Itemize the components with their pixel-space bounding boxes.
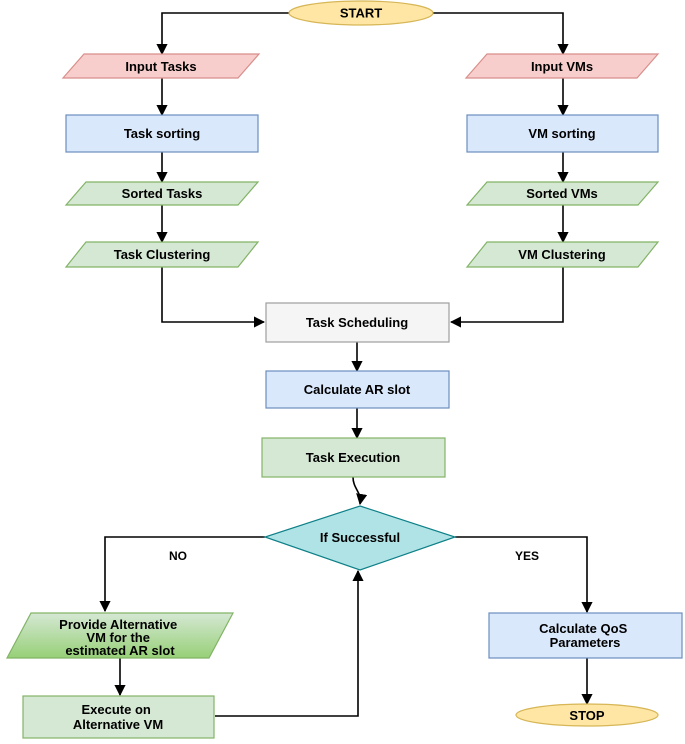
task-sorting-shape: [65, 114, 259, 153]
calculate-qos-box: Calculate QoS Parameters: [488, 612, 683, 659]
calculate-ar-slot-box: Calculate AR slot: [265, 370, 450, 409]
calculate-qos-line-1: Calculate QoS: [539, 621, 627, 636]
sorted-tasks-label: Sorted Tasks: [122, 186, 203, 201]
sorted-vms-parallelogram: Sorted VMs: [465, 181, 660, 206]
sorted-tasks-shape: [64, 181, 260, 206]
task-clustering-parallelogram: Task Clustering: [64, 241, 260, 268]
input-tasks-shape: [61, 53, 261, 79]
start-label: START: [340, 6, 382, 21]
task-sorting-label: Task sorting: [124, 126, 200, 141]
edge-execute-alt-back-to-decision: [215, 569, 364, 717]
vm-sorting-box: VM sorting: [466, 114, 659, 153]
vm-clustering-shape: [465, 241, 660, 268]
if-successful-shape: [263, 505, 457, 571]
execute-alternative-vm-shape: [22, 695, 215, 739]
provide-alternative-vm-shape: [6, 612, 234, 659]
provide-alternative-vm-label: Provide Alternative VM for the estimated…: [59, 617, 181, 658]
execute-alternative-vm-label: Execute on Alternative VM: [73, 702, 163, 732]
stop-shape: [515, 703, 659, 727]
edge-label-no: NO: [169, 549, 187, 563]
edge-decision-no-to-provide-alt: [99, 536, 265, 613]
input-vms-shape: [464, 53, 660, 79]
task-execution-label: Task Execution: [306, 450, 400, 465]
input-vms-parallelogram: Input VMs: [464, 53, 660, 79]
task-scheduling-shape: [265, 302, 450, 343]
input-vms-label: Input VMs: [531, 59, 593, 74]
task-clustering-label: Task Clustering: [114, 247, 211, 262]
sorted-vms-shape: [465, 181, 660, 206]
start-shape: [288, 0, 434, 26]
provide-alt-line-2: VM for the: [86, 630, 150, 645]
edge-decision-yes-to-qos: [455, 536, 593, 614]
task-sorting-box: Task sorting: [65, 114, 259, 153]
edges: [99, 12, 593, 717]
task-scheduling-box: Task Scheduling: [265, 302, 450, 343]
execute-alt-line-2: Alternative VM: [73, 717, 163, 732]
calculate-qos-shape: [488, 612, 683, 659]
nodes: START Input Tasks Input VMs Task sorting…: [6, 0, 683, 739]
vm-clustering-label: VM Clustering: [518, 247, 605, 262]
if-successful-decision: If Successful: [263, 505, 457, 571]
provide-alt-line-3: estimated AR slot: [65, 643, 175, 658]
stop-terminal: STOP: [515, 703, 659, 727]
input-tasks-parallelogram: Input Tasks: [61, 53, 261, 79]
calculate-qos-line-2: Parameters: [550, 635, 621, 650]
calculate-qos-label: Calculate QoS Parameters: [539, 621, 631, 650]
edge-execution-to-decision: [352, 476, 368, 506]
task-clustering-shape: [64, 241, 260, 268]
vm-clustering-parallelogram: VM Clustering: [465, 241, 660, 268]
edge-labels: NO YES: [169, 549, 539, 563]
execute-alt-line-1: Execute on: [82, 702, 151, 717]
sorted-vms-label: Sorted VMs: [526, 186, 598, 201]
sorted-tasks-parallelogram: Sorted Tasks: [64, 181, 260, 206]
vm-sorting-label: VM sorting: [528, 126, 595, 141]
edge-start-to-input-vms: [432, 12, 569, 56]
calculate-ar-slot-shape: [265, 370, 450, 409]
start-terminal: START: [288, 0, 434, 26]
execute-alternative-vm-box: Execute on Alternative VM: [22, 695, 215, 739]
vm-sorting-shape: [466, 114, 659, 153]
task-execution-shape: [261, 437, 446, 478]
provide-alt-line-1: Provide Alternative: [59, 617, 177, 632]
edge-label-yes: YES: [515, 549, 539, 563]
calculate-ar-slot-label: Calculate AR slot: [304, 382, 411, 397]
input-tasks-label: Input Tasks: [125, 59, 196, 74]
edge-start-to-input-tasks: [156, 12, 292, 56]
stop-label: STOP: [569, 708, 604, 723]
edge-task-clustering-to-scheduling: [161, 267, 266, 328]
task-execution-box: Task Execution: [261, 437, 446, 478]
if-successful-label: If Successful: [320, 530, 400, 545]
edge-vm-clustering-to-scheduling: [449, 267, 564, 328]
task-scheduling-label: Task Scheduling: [306, 315, 408, 330]
provide-alternative-vm-parallelogram: Provide Alternative VM for the estimated…: [6, 612, 234, 659]
